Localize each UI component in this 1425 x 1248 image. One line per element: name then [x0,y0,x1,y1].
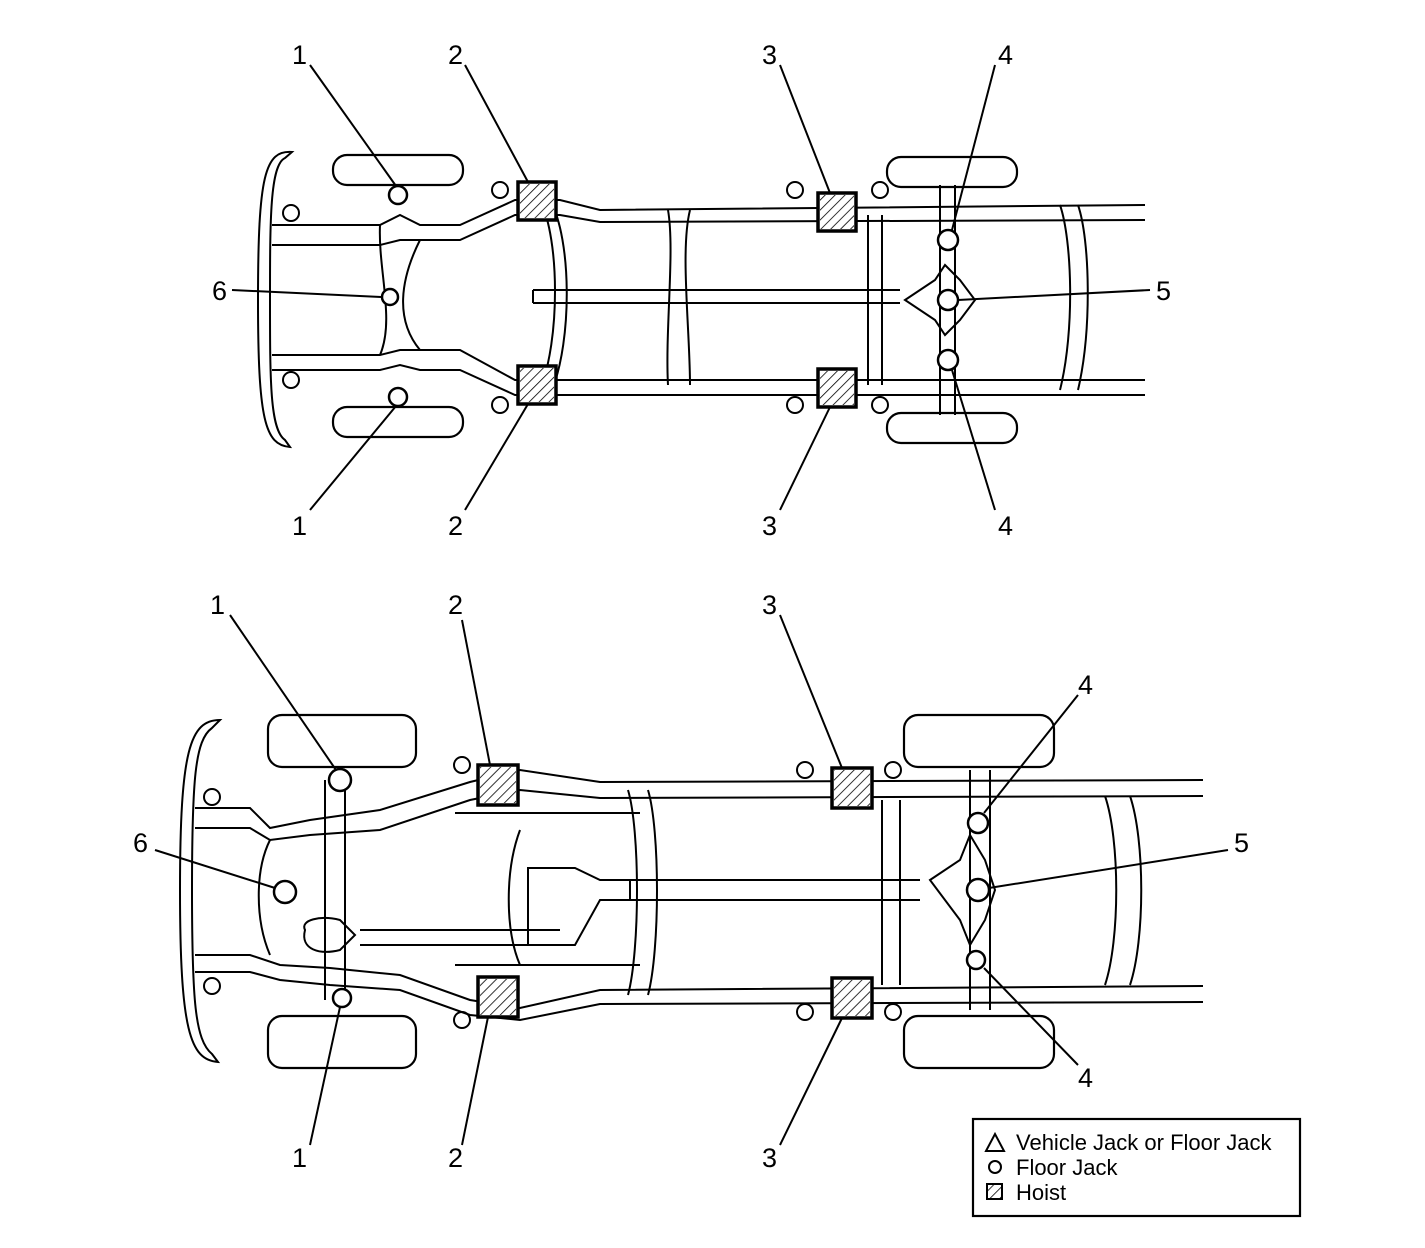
frame-rail [195,954,1204,1010]
floor-jack-point [387,184,409,206]
floor-jack-point [272,879,298,905]
hoist-point [516,180,558,222]
floor-jack-point [965,949,987,971]
frame-rail [272,363,1145,396]
callout-2: 2 [448,511,463,541]
hoist-point [476,975,520,1019]
hoist-point [830,766,874,810]
front-tire [266,1014,418,1070]
floor-jack-point [380,287,400,307]
crossmember [666,209,691,386]
callout-5: 5 [1234,828,1249,858]
rear-tire [885,155,1019,189]
callout-6: 6 [212,276,227,306]
circle-icon [988,1160,1002,1174]
callout-6: 6 [133,828,148,858]
top-chassis-diagram: 1 2 3 4 6 5 1 2 3 4 [212,40,1171,541]
legend-label: Floor Jack [1016,1155,1118,1180]
callout-4: 4 [998,40,1013,70]
front-bumper [256,150,295,449]
callout-5: 5 [1156,276,1171,306]
bottom-chassis-diagram: 1 2 3 4 6 5 1 2 3 4 [133,590,1249,1173]
floor-jack-point [936,228,960,252]
callout-1: 1 [292,1143,307,1173]
frame-rail [195,788,1204,842]
frame-rail [272,214,1146,246]
callout-3: 3 [762,40,777,70]
legend-item-floor-jack: Floor Jack [988,1155,1118,1180]
hoist-point [830,976,874,1020]
frame-rail [195,768,1204,830]
rear-tire [885,411,1019,445]
front-tire [331,153,465,187]
callout-1: 1 [210,590,225,620]
hatched-square-icon [986,1183,1003,1200]
callout-4: 4 [1078,670,1093,700]
floor-jack-point [331,987,353,1009]
callout-3: 3 [762,1143,777,1173]
callout-2: 2 [448,40,463,70]
floor-jack-point [936,348,960,372]
callout-4: 4 [998,511,1013,541]
floor-jack-point [966,811,990,835]
legend-label: Hoist [1016,1180,1066,1205]
callout-4: 4 [1078,1063,1093,1093]
callout-2: 2 [448,590,463,620]
hoist-point [516,364,558,406]
legend: Vehicle Jack or Floor Jack Floor Jack Ho… [971,1117,1302,1218]
hoist-point [476,763,520,807]
callout-2: 2 [448,1143,463,1173]
floor-jack-point [387,386,409,408]
frame-rail [195,971,1204,1022]
rear-tire [902,713,1056,769]
crossmember [867,215,883,385]
callout-3: 3 [762,511,777,541]
legend-item-hoist: Hoist [986,1180,1066,1205]
front-bumper [178,718,223,1064]
floor-jack-point [936,288,960,312]
front-tire [266,713,418,769]
frame-rail [272,349,1145,381]
crossmember [539,199,568,391]
front-tire [331,405,465,439]
rear-tire [902,1014,1056,1070]
callout-1: 1 [292,40,307,70]
hoist-point [816,191,858,233]
legend-label: Vehicle Jack or Floor Jack [1016,1130,1273,1155]
floor-jack-point [965,877,991,903]
callout-3: 3 [762,590,777,620]
floor-jack-point [327,767,353,793]
hoist-point [816,367,858,409]
crossmember [1059,204,1089,391]
callout-1: 1 [292,511,307,541]
frame-rail [272,199,1146,226]
rear-differential [928,832,997,948]
triangle-icon [984,1131,1006,1152]
legend-item-vehicle-jack: Vehicle Jack or Floor Jack [984,1130,1273,1155]
